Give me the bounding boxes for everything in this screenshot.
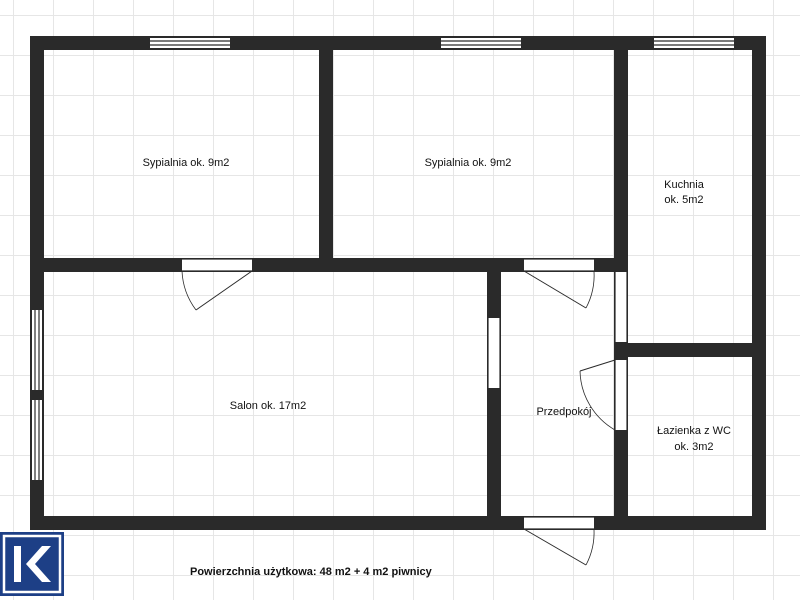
window-kitchen (654, 38, 734, 48)
window-salon-upper (32, 310, 42, 390)
k-logo-icon (2, 534, 62, 594)
usable-area-text: Powierzchnia użytkowa: 48 m2 + 4 m2 piwn… (190, 566, 432, 578)
exterior-walls (30, 36, 766, 530)
label-hallway: Przedpokój (536, 406, 591, 418)
wall-right (752, 36, 766, 530)
label-bedroom-2: Sypialnia ok. 9m2 (425, 157, 512, 169)
wall-bedrooms-bottom (30, 258, 628, 272)
doors (181, 258, 628, 566)
wall-kitchen-bathroom (614, 343, 766, 357)
opening-kitchen (614, 272, 628, 342)
label-kitchen-name: Kuchnia (664, 179, 705, 191)
label-kitchen-area: ok. 5m2 (664, 194, 703, 206)
company-logo (0, 532, 64, 596)
wall-bottom (30, 516, 766, 530)
interior-walls (30, 36, 766, 530)
windows (32, 38, 734, 480)
window-salon-lower (32, 400, 42, 480)
opening-salon-hallway (487, 318, 501, 388)
window-bedroom-1 (150, 38, 230, 48)
door-bathroom (579, 359, 628, 431)
wall-between-bedrooms (319, 36, 333, 260)
wall-salon-hallway (487, 258, 501, 530)
window-bedroom-2 (441, 38, 521, 48)
label-bathroom-area: ok. 3m2 (674, 441, 713, 453)
door-bedroom-1 (181, 258, 253, 311)
door-entrance (523, 516, 595, 566)
door-bedroom-2 (523, 258, 595, 309)
room-labels: Sypialnia ok. 9m2 Sypialnia ok. 9m2 Kuch… (143, 157, 731, 453)
label-living-room: Salon ok. 17m2 (230, 400, 306, 412)
label-bathroom-name: Łazienka z WC (657, 425, 731, 437)
label-bedroom-1: Sypialnia ok. 9m2 (143, 157, 230, 169)
